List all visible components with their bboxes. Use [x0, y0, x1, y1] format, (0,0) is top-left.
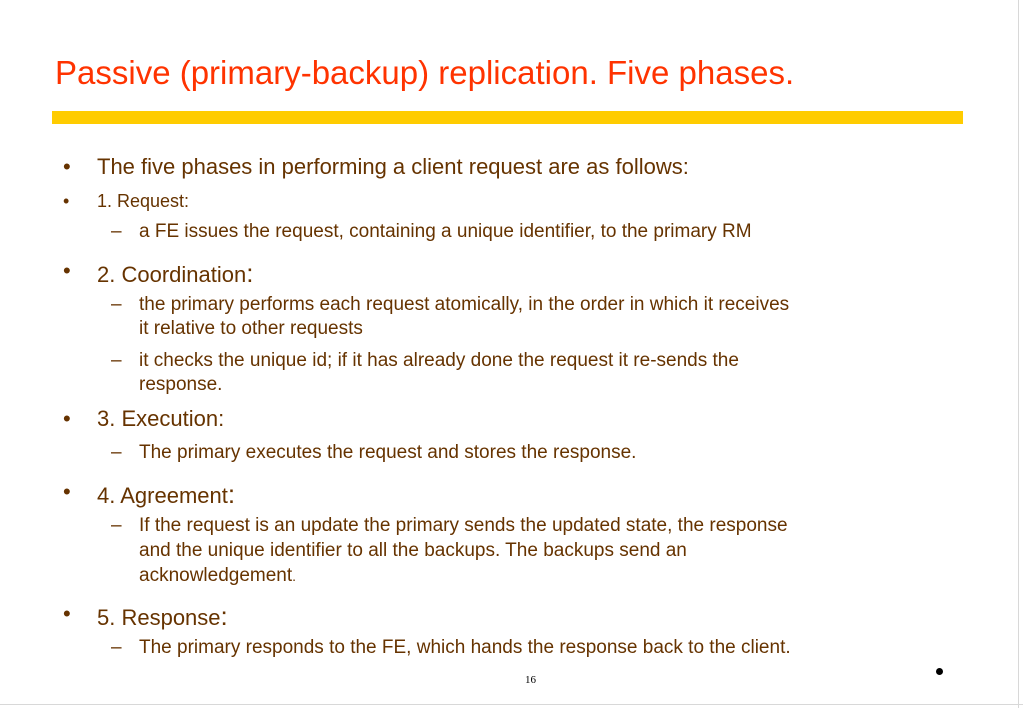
body-text-line: response. — [139, 374, 223, 395]
body-text-line: it checks the unique id; if it has alrea… — [139, 350, 739, 371]
body-text-line: The primary responds to the FE, which ha… — [139, 637, 791, 658]
body-text-line: and the unique identifier to all the bac… — [139, 540, 687, 561]
bullet-icon: • — [63, 258, 71, 283]
body-text-line: If the request is an update the primary … — [139, 515, 788, 536]
bullet-icon: • — [63, 154, 71, 179]
bullet-icon: • — [63, 601, 71, 626]
title-divider — [52, 111, 963, 124]
dash-icon: – — [111, 294, 122, 315]
body-text-line: the primary performs each request atomic… — [139, 294, 790, 315]
body-text-line: The five phases in performing a client r… — [97, 154, 689, 179]
bullet-icon: • — [63, 479, 71, 504]
body-text-line: a FE issues the request, containing a un… — [139, 221, 752, 242]
dash-icon: – — [111, 515, 122, 536]
body-text-line: 1. Request: — [97, 191, 190, 211]
phase-heading: 2. Coordination: — [97, 258, 254, 288]
phase-heading: 4. Agreement: — [97, 479, 236, 509]
decorative-dot-icon — [936, 668, 943, 675]
slide-edge-right — [1018, 0, 1019, 708]
bullet-icon: • — [63, 406, 71, 431]
body-text-line: The primary executes the request and sto… — [139, 442, 637, 463]
phase-heading: 3. Execution: — [97, 406, 225, 431]
dash-icon: – — [111, 221, 122, 242]
page-number: 16 — [525, 674, 536, 686]
body-text-line: it relative to other requests — [139, 318, 363, 339]
dash-icon: – — [111, 637, 122, 658]
body-text-line: acknowledgement. — [139, 565, 297, 586]
slide-title: Passive (primary-backup) replication. Fi… — [55, 54, 795, 91]
dash-icon: – — [111, 350, 122, 371]
slide-edge-bottom — [0, 704, 1023, 705]
dash-icon: – — [111, 442, 122, 463]
phase-heading: 5. Response: — [97, 601, 228, 631]
bullet-icon: • — [63, 191, 70, 211]
